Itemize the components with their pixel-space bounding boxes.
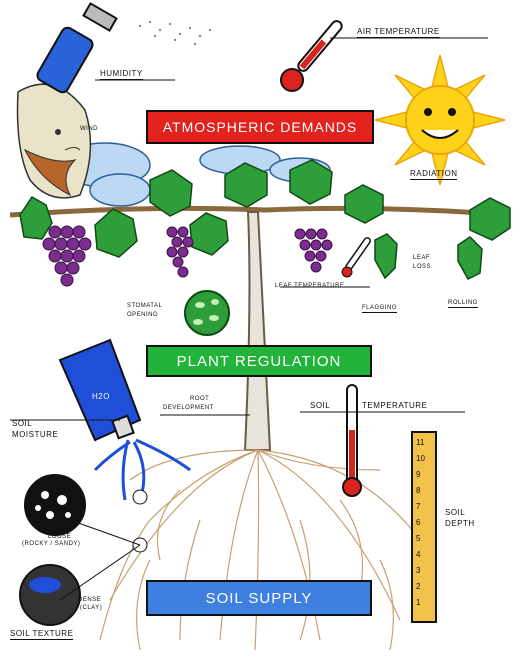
stomatal-label-line2: Opening	[127, 312, 158, 318]
depth-scale-tick: 5	[416, 534, 420, 543]
soil-texture-label: Soil Texture	[10, 630, 73, 640]
soil-temperature-label-line1: Soil	[310, 402, 330, 410]
air-thermometer-icon	[281, 19, 344, 91]
soil-depth-label-line1: Soil	[445, 509, 465, 517]
plant-regulation-label: Plant Regulation	[177, 353, 342, 370]
depth-scale-tick: 2	[416, 582, 420, 591]
stomatal-label-line1: Stomatal	[127, 303, 162, 309]
trunk	[245, 212, 270, 450]
soil-moisture-label-line2: Moisture	[12, 431, 58, 439]
loose-soil-label-line2: (Rocky / Sandy)	[22, 541, 80, 547]
sun-icon	[375, 55, 505, 185]
depth-scale-tick: 6	[416, 518, 420, 527]
leaf-loss-label-line2: Loss	[413, 264, 431, 270]
leaf-loss-label-line1: Leaf	[413, 255, 430, 261]
soil-moisture-label-line1: Soil	[12, 420, 32, 428]
humidity-label: Humidity	[100, 70, 143, 80]
loose-soil-label-line1: Loose	[48, 534, 71, 540]
root-development-label-line1: Root	[190, 396, 209, 402]
soil-thermometer-icon	[343, 385, 361, 496]
depth-scale: 11 10 9 8 7 6 5 4 3 2 1	[412, 438, 436, 618]
depth-scale-tick: 7	[416, 502, 420, 511]
leaf-thermometer-icon	[342, 237, 371, 277]
leaf-temperature-label: Leaf Temperature	[275, 283, 344, 289]
radiation-label: Radiation	[410, 170, 457, 180]
root-system	[100, 450, 420, 650]
flagging-label: Flagging	[362, 305, 397, 313]
stomata-icon	[185, 291, 229, 335]
atmospheric-demands-box: Atmospheric Demands	[146, 110, 374, 144]
dense-soil-sample-icon	[20, 565, 80, 625]
depth-scale-tick: 10	[416, 454, 425, 463]
depth-scale-tick: 9	[416, 470, 420, 479]
dense-soil-label-line1: Dense	[78, 597, 101, 603]
wind-label: Wind	[80, 126, 98, 132]
spray-bottle-icon	[35, 3, 211, 94]
air-temperature-label: Air Temperature	[357, 28, 440, 38]
h2o-label: H2O	[92, 393, 110, 401]
soil-supply-box: Soil Supply	[146, 580, 372, 616]
soil-supply-label: Soil Supply	[206, 590, 313, 607]
rolling-label: Rolling	[448, 300, 478, 308]
soil-temperature-label-line2: Temperature	[362, 402, 427, 410]
grape-clusters	[43, 226, 332, 286]
depth-scale-tick: 1	[416, 598, 420, 607]
depth-scale-tick: 4	[416, 550, 420, 559]
soil-depth-label-line2: Depth	[445, 520, 475, 528]
depth-scale-tick: 8	[416, 486, 420, 495]
depth-scale-tick: 11	[416, 438, 424, 447]
vine-cordon	[10, 208, 510, 215]
root-development-label-line2: Development	[163, 405, 214, 411]
wind-face-icon	[18, 84, 91, 198]
plant-regulation-box: Plant Regulation	[146, 345, 372, 377]
atmospheric-demands-label: Atmospheric Demands	[163, 119, 358, 135]
loose-soil-sample-icon	[25, 475, 85, 535]
depth-scale-tick: 3	[416, 566, 420, 575]
dense-soil-label-line2: (Clay)	[80, 605, 102, 611]
